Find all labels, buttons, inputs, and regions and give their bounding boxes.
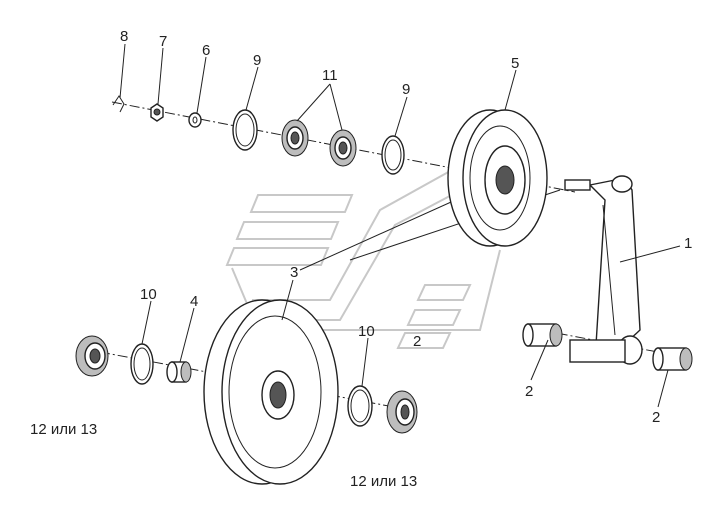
callout-10-right: 10: [358, 323, 375, 340]
callout-1: 1: [684, 235, 692, 252]
retaining-ring-right: [381, 135, 405, 175]
bushing-right: [652, 347, 693, 371]
retaining-ring-left: [232, 109, 258, 151]
callout-9-left: 9: [253, 52, 261, 69]
bearing-upper-2: [329, 129, 357, 167]
bearing-lower-left: [75, 335, 109, 377]
callout-9-right: 9: [402, 81, 410, 98]
nut-part: [150, 103, 164, 122]
callout-6: 6: [202, 42, 210, 59]
spacer-sleeve-part: [166, 361, 192, 383]
callout-2-bushing-right: 2: [652, 409, 660, 426]
callout-12-or-13-right: 12 или 13: [350, 473, 417, 490]
bearing-upper-1: [281, 119, 309, 157]
bearing-lower-right: [386, 390, 418, 434]
tension-arm-part: [564, 175, 643, 365]
callout-11: 11: [322, 67, 338, 84]
callout-5: 5: [511, 55, 519, 72]
leader-lines: [119, 43, 681, 408]
retaining-ring-lower-left: [130, 343, 154, 385]
callout-8: 8: [120, 28, 128, 45]
callout-2-watermark: 2: [413, 333, 421, 350]
washer-part: [188, 112, 202, 128]
bushing-left: [522, 323, 563, 347]
callout-3: 3: [290, 264, 298, 281]
upper-pulley-part: [447, 109, 548, 247]
callout-12-or-13-left: 12 или 13: [30, 421, 97, 438]
callout-7: 7: [159, 33, 167, 50]
pin-part: [112, 95, 125, 113]
callout-2-bushing-left: 2: [525, 383, 533, 400]
retaining-ring-lower-right: [347, 385, 373, 427]
callout-4: 4: [190, 293, 198, 310]
callout-10-left: 10: [140, 286, 157, 303]
lower-pulley-part: [203, 299, 339, 485]
